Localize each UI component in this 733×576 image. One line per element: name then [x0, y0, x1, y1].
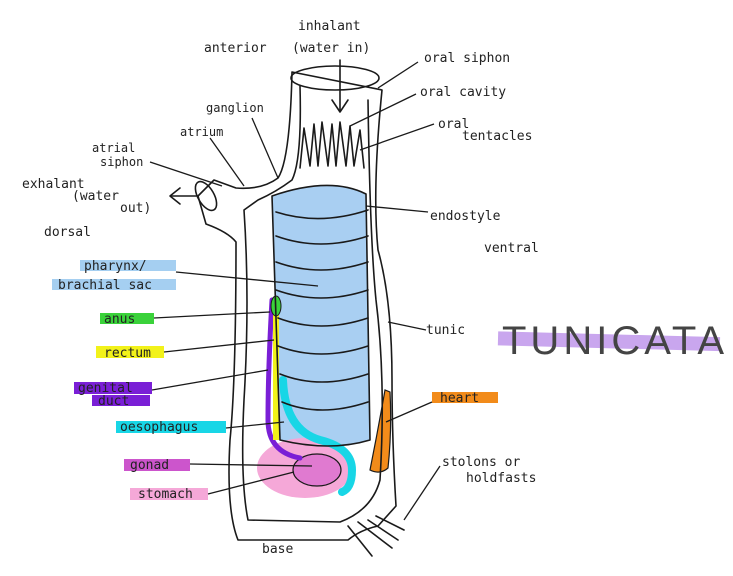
water-out-arrow [169, 187, 197, 205]
oesophagus-tube [279, 376, 357, 496]
highlight-anus [100, 313, 154, 324]
label-tunic: tunic [426, 323, 465, 338]
water-in-arrow [331, 59, 349, 113]
oral-tentacles [299, 121, 365, 169]
label-atrial: atrial [92, 141, 135, 155]
title-tunicata: TUNICATA [502, 319, 728, 363]
highlight-title [497, 331, 721, 352]
stolons [347, 515, 405, 557]
highlight-branchial [52, 279, 176, 290]
label-oesophagus: oesophagus [120, 420, 198, 435]
highlight-heart [432, 392, 498, 403]
gill-bars [275, 209, 369, 411]
label-endostyle: endostyle [430, 209, 501, 224]
label-inhalant: inhalant [298, 19, 361, 34]
pharynx-shape [272, 185, 370, 446]
gonad-shape [292, 453, 342, 487]
label-ventral: ventral [484, 241, 539, 256]
label-siphon: siphon [100, 155, 143, 169]
label-dorsal: dorsal [44, 225, 91, 240]
label-oral-cavity: oral cavity [420, 85, 506, 100]
tunic-inner [241, 85, 384, 523]
label-stomach: stomach [138, 487, 193, 502]
oral-siphon-rim [290, 65, 380, 91]
label-tentacles: tentacles [462, 129, 532, 144]
label-genital: genital [78, 381, 133, 396]
tunic-outline [197, 71, 397, 541]
leader-lines [149, 61, 441, 521]
highlight-genital [74, 382, 152, 394]
label-rectum: rectum [104, 346, 151, 361]
label-branchial-sac: brachial sac [58, 278, 152, 293]
label-water-in: (water in) [292, 41, 370, 56]
highlight-stomach [130, 488, 208, 500]
label-anus: anus [104, 312, 135, 327]
label-stolons-b: holdfasts [466, 471, 536, 486]
pharynx-outline [271, 184, 371, 447]
label-heart: heart [440, 391, 479, 406]
label-oral: oral [438, 117, 469, 132]
highlight-duct [92, 395, 150, 406]
highlight-pharynx [80, 260, 176, 271]
label-water-out-b: out) [120, 201, 151, 216]
label-duct: duct [98, 394, 129, 409]
heart-shape [369, 389, 392, 473]
label-ganglion: ganglion [206, 101, 264, 115]
genital-duct-tube [265, 297, 303, 461]
label-anterior: anterior [204, 41, 267, 56]
label-atrium: atrium [180, 125, 223, 139]
atrial-siphon-rim [194, 180, 218, 212]
label-oral-siphon: oral siphon [424, 51, 510, 66]
label-base: base [262, 542, 293, 557]
highlight-gonad [124, 459, 190, 471]
label-gonad: gonad [130, 458, 169, 473]
label-exhalant: exhalant [22, 177, 85, 192]
label-water-out-a: (water [72, 189, 119, 204]
highlight-rectum [96, 346, 164, 358]
label-pharynx: pharynx/ [84, 259, 147, 274]
highlight-oesophagus [116, 421, 226, 433]
label-stolons-a: stolons or [442, 455, 520, 470]
